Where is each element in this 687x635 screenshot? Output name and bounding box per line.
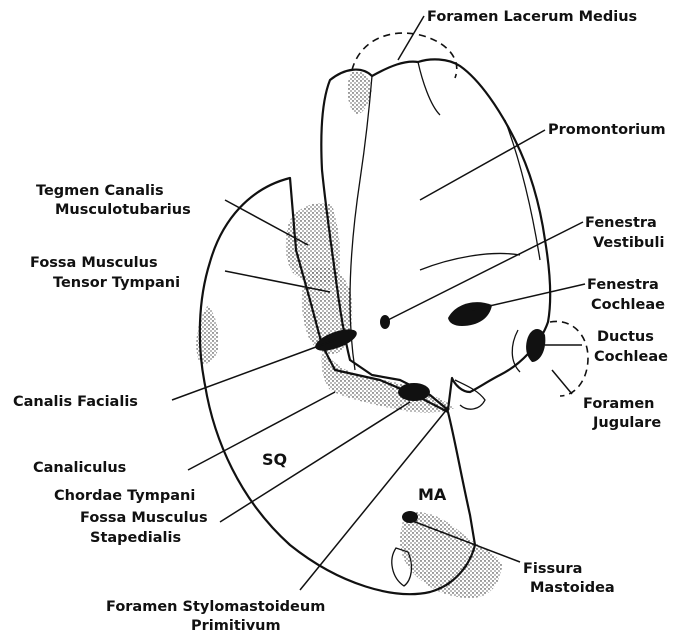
label-tegmen-canalis-line2: Musculotubarius: [55, 202, 191, 218]
label-foramen-stylo-line2: Primitivum: [191, 618, 281, 634]
label-fenestra-cochleae-line2: Cochleae: [591, 297, 665, 313]
label-foramen-jugulare-line2: Jugulare: [592, 415, 661, 431]
mastoid-region: [392, 511, 502, 598]
ductus-cochleae-hole: [526, 329, 545, 362]
label-canalis-facialis: Canalis Facialis: [13, 394, 138, 410]
label-canaliculus-chordae-line1: Canaliculus: [33, 460, 126, 476]
label-tegmen-canalis-line1: Tegmen Canalis: [36, 183, 164, 199]
label-canaliculus-chordae-line2: Chordae Tympani: [54, 488, 195, 504]
facial-canal-region: [321, 350, 455, 413]
label-ductus-cochleae-line2: Cochleae: [594, 349, 668, 365]
label-fenestra-vestibuli-line1: Fenestra: [585, 215, 657, 231]
label-ma: MA: [418, 485, 447, 504]
leader-lines: [172, 16, 585, 590]
label-fossa-tensor-line1: Fossa Musculus: [30, 255, 158, 271]
foramen-lacerum-outline: [352, 33, 457, 78]
label-fissura-mastoidea-line2: Mastoidea: [530, 580, 615, 596]
fenestra-cochleae-hole: [448, 302, 492, 326]
label-fossa-tensor-line2: Tensor Tympani: [53, 275, 180, 291]
label-foramen-lacerum-medius: Foramen Lacerum Medius: [427, 9, 637, 25]
label-fenestra-vestibuli-line2: Vestibuli: [593, 235, 664, 251]
label-fossa-stapedialis-line1: Fossa Musculus: [80, 510, 208, 526]
label-fissura-mastoidea-line1: Fissura: [523, 561, 582, 577]
label-foramen-jugulare-line1: Foramen: [583, 396, 654, 412]
label-ductus-cochleae-line1: Ductus: [597, 329, 654, 345]
tegmen-region: [286, 72, 372, 285]
label-fossa-stapedialis-line2: Stapedialis: [90, 530, 181, 546]
label-foramen-stylo-line1: Foramen Stylomastoideum: [106, 599, 325, 615]
label-promontorium: Promontorium: [548, 122, 666, 138]
foramen-jugulare-outline: [550, 321, 588, 396]
label-fenestra-cochleae-line1: Fenestra: [587, 277, 659, 293]
label-sq: SQ: [262, 450, 287, 469]
